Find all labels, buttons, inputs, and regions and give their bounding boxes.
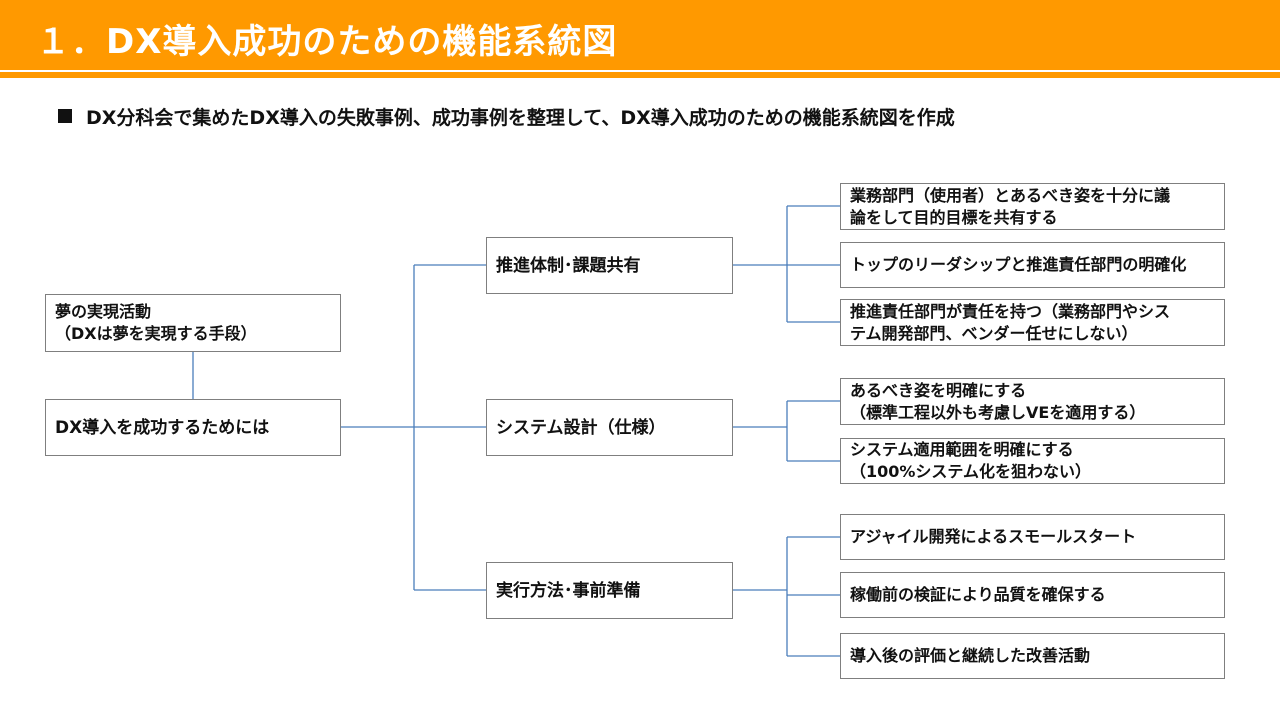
item-line-1: あるべき姿を明確にする [850, 380, 1027, 400]
item-box-1-3: 推進責任部門が責任を持つ（業務部門やシス テム開発部門、ベンダー任せにしない） [840, 299, 1225, 346]
purpose-box: 夢の実現活動 （DXは夢を実現する手段） [45, 294, 341, 352]
item-line-1: 稼働前の検証により品質を確保する [850, 585, 1106, 604]
title-bar: １．DX導入成功のための機能系統図 [0, 0, 1280, 72]
purpose-line-1: 夢の実現活動 [55, 302, 152, 321]
title-underline [0, 72, 1280, 78]
item-line-2: （100%システム化を狙わない） [850, 462, 1091, 481]
function-box-3: 実行方法･事前準備 [486, 562, 733, 619]
item-line-1: 業務部門（使用者）とあるべき姿を十分に議 [850, 185, 1171, 205]
item-box-3-3: 導入後の評価と継続した改善活動 [840, 633, 1225, 679]
item-line-2: （標準工程以外も考慮しVEを適用する） [850, 402, 1146, 422]
item-line-1: トップのリーダシップと推進責任部門の明確化 [850, 255, 1187, 274]
function-label: 実行方法･事前準備 [496, 580, 641, 601]
item-box-2-2: システム適用範囲を明確にする （100%システム化を狙わない） [840, 438, 1225, 484]
function-label: システム設計（仕様） [496, 417, 666, 438]
item-box-2-1: あるべき姿を明確にする （標準工程以外も考慮しVEを適用する） [840, 378, 1225, 425]
purpose-line-2: （DXは夢を実現する手段） [55, 324, 257, 343]
item-line-1: 推進責任部門が責任を持つ（業務部門やシス [850, 301, 1171, 321]
function-label: 推進体制･課題共有 [496, 255, 641, 276]
page-title: １．DX導入成功のための機能系統図 [36, 22, 618, 62]
summary-bullet: DX分科会で集めたDX導入の失敗事例、成功事例を整理して、DX導入成功のための機… [58, 104, 955, 129]
function-box-1: 推進体制･課題共有 [486, 237, 733, 294]
item-line-2: 論をして目的目標を共有する [850, 207, 1058, 227]
item-box-1-1: 業務部門（使用者）とあるべき姿を十分に議 論をして目的目標を共有する [840, 183, 1225, 230]
item-box-3-2: 稼働前の検証により品質を確保する [840, 572, 1225, 618]
square-bullet-icon [58, 109, 72, 123]
summary-text: DX分科会で集めたDX導入の失敗事例、成功事例を整理して、DX導入成功のための機… [86, 106, 955, 129]
root-label: DX導入を成功するためには [55, 417, 270, 438]
item-box-1-2: トップのリーダシップと推進責任部門の明確化 [840, 242, 1225, 288]
root-box: DX導入を成功するためには [45, 399, 341, 456]
item-line-2: テム開発部門、ベンダー任せにしない） [850, 323, 1138, 343]
item-line-1: 導入後の評価と継続した改善活動 [850, 646, 1091, 665]
item-line-1: アジャイル開発によるスモールスタート [850, 527, 1137, 546]
item-box-3-1: アジャイル開発によるスモールスタート [840, 514, 1225, 560]
function-box-2: システム設計（仕様） [486, 399, 733, 456]
item-line-1: システム適用範囲を明確にする [850, 440, 1074, 459]
